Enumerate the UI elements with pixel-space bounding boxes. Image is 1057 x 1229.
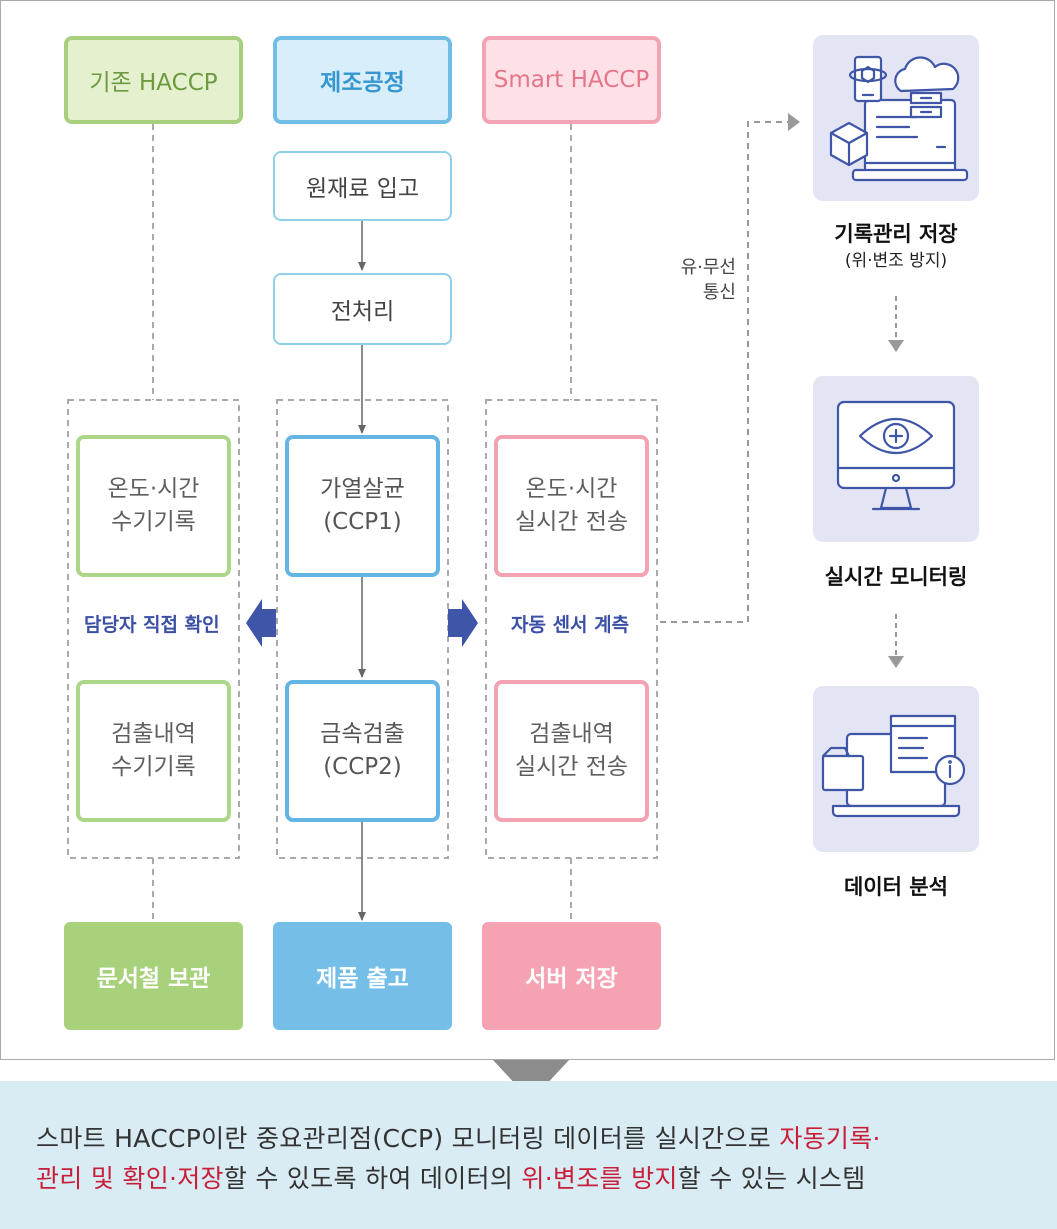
smart-haccp-header: Smart HACCP xyxy=(482,36,661,124)
summary-text: 할 수 있는 시스템 xyxy=(677,1164,866,1193)
smart-result-label: 서버 저장 xyxy=(525,966,618,992)
process-ccp1-box: 가열살균 (CCP1) xyxy=(285,435,440,577)
legacy-result-box: 문서철 보관 xyxy=(64,922,243,1030)
legacy-haccp-header: 기존 HACCP xyxy=(64,36,243,124)
process-header-label: 제조공정 xyxy=(320,70,405,96)
legacy-result-label: 문서철 보관 xyxy=(96,966,211,992)
smart-ccp1-box: 온도·시간 실시간 전송 xyxy=(494,435,649,577)
analysis-tile xyxy=(813,686,979,852)
process-result-box: 제품 출고 xyxy=(273,922,452,1030)
smart-result-box: 서버 저장 xyxy=(482,922,661,1030)
pipeline-title-2: 실시간 모니터링 xyxy=(824,565,968,589)
communication-label: 유·무선 통신 xyxy=(680,257,736,303)
legacy-ccp1-label: 온도·시간 수기기록 xyxy=(107,476,200,535)
summary-highlight: 관리 및 확인·저장 xyxy=(36,1164,224,1193)
legacy-ccp2-label: 검출내역 수기기록 xyxy=(111,721,196,780)
record-storage-tile xyxy=(813,35,979,201)
step-raw-material: 원재료 입고 xyxy=(273,151,452,221)
step-raw-material-label: 원재료 입고 xyxy=(305,176,420,202)
process-ccp2-box: 금속검출 (CCP2) xyxy=(285,680,440,822)
smart-haccp-header-label: Smart HACCP xyxy=(493,67,650,93)
cloud-device-icon xyxy=(829,55,969,182)
monitor-eye-icon xyxy=(836,400,956,511)
process-ccp2-label: 금속검출 (CCP2) xyxy=(320,721,405,780)
summary-line-2: 관리 및 확인·저장할 수 있도록 하여 데이터의 위·변조를 방지할 수 있는… xyxy=(36,1159,866,1195)
smart-ccp2-box: 검출내역 실시간 전송 xyxy=(494,680,649,822)
summary-panel: 스마트 HACCP이란 중요관리점(CCP) 모니터링 데이터를 실시간으로 자… xyxy=(0,1081,1057,1229)
step-pretreatment-label: 전처리 xyxy=(330,299,395,325)
process-result-label: 제품 출고 xyxy=(316,966,409,992)
legacy-method-label: 담당자 직접 확인 xyxy=(84,614,220,636)
summary-highlight: 위·변조를 방지 xyxy=(521,1164,678,1193)
pipeline-title-1: 기록관리 저장 xyxy=(834,222,958,246)
laptop-analysis-icon xyxy=(821,714,966,818)
legacy-haccp-header-label: 기존 HACCP xyxy=(89,70,218,96)
legacy-ccp1-box: 온도·시간 수기기록 xyxy=(76,435,231,577)
summary-highlight: 자동기록· xyxy=(779,1124,881,1153)
summary-text: 스마트 HACCP이란 중요관리점(CCP) 모니터링 데이터를 실시간으로 xyxy=(36,1124,780,1153)
pipeline-title-3: 데이터 분석 xyxy=(844,875,948,899)
process-ccp1-label: 가열살균 (CCP1) xyxy=(320,476,405,535)
smart-ccp1-label: 온도·시간 실시간 전송 xyxy=(514,476,629,535)
monitoring-tile xyxy=(813,376,979,542)
step-pretreatment: 전처리 xyxy=(273,273,452,345)
smart-ccp2-label: 검출내역 실시간 전송 xyxy=(514,721,629,780)
summary-text: 할 수 있도록 하여 데이터의 xyxy=(223,1164,522,1193)
summary-line-1: 스마트 HACCP이란 중요관리점(CCP) 모니터링 데이터를 실시간으로 자… xyxy=(36,1119,881,1155)
pipeline-subtitle-1: (위·변조 방지) xyxy=(844,251,948,271)
legacy-ccp2-box: 검출내역 수기기록 xyxy=(76,680,231,822)
process-header: 제조공정 xyxy=(273,36,452,124)
smart-method-label: 자동 센서 계측 xyxy=(511,614,630,636)
